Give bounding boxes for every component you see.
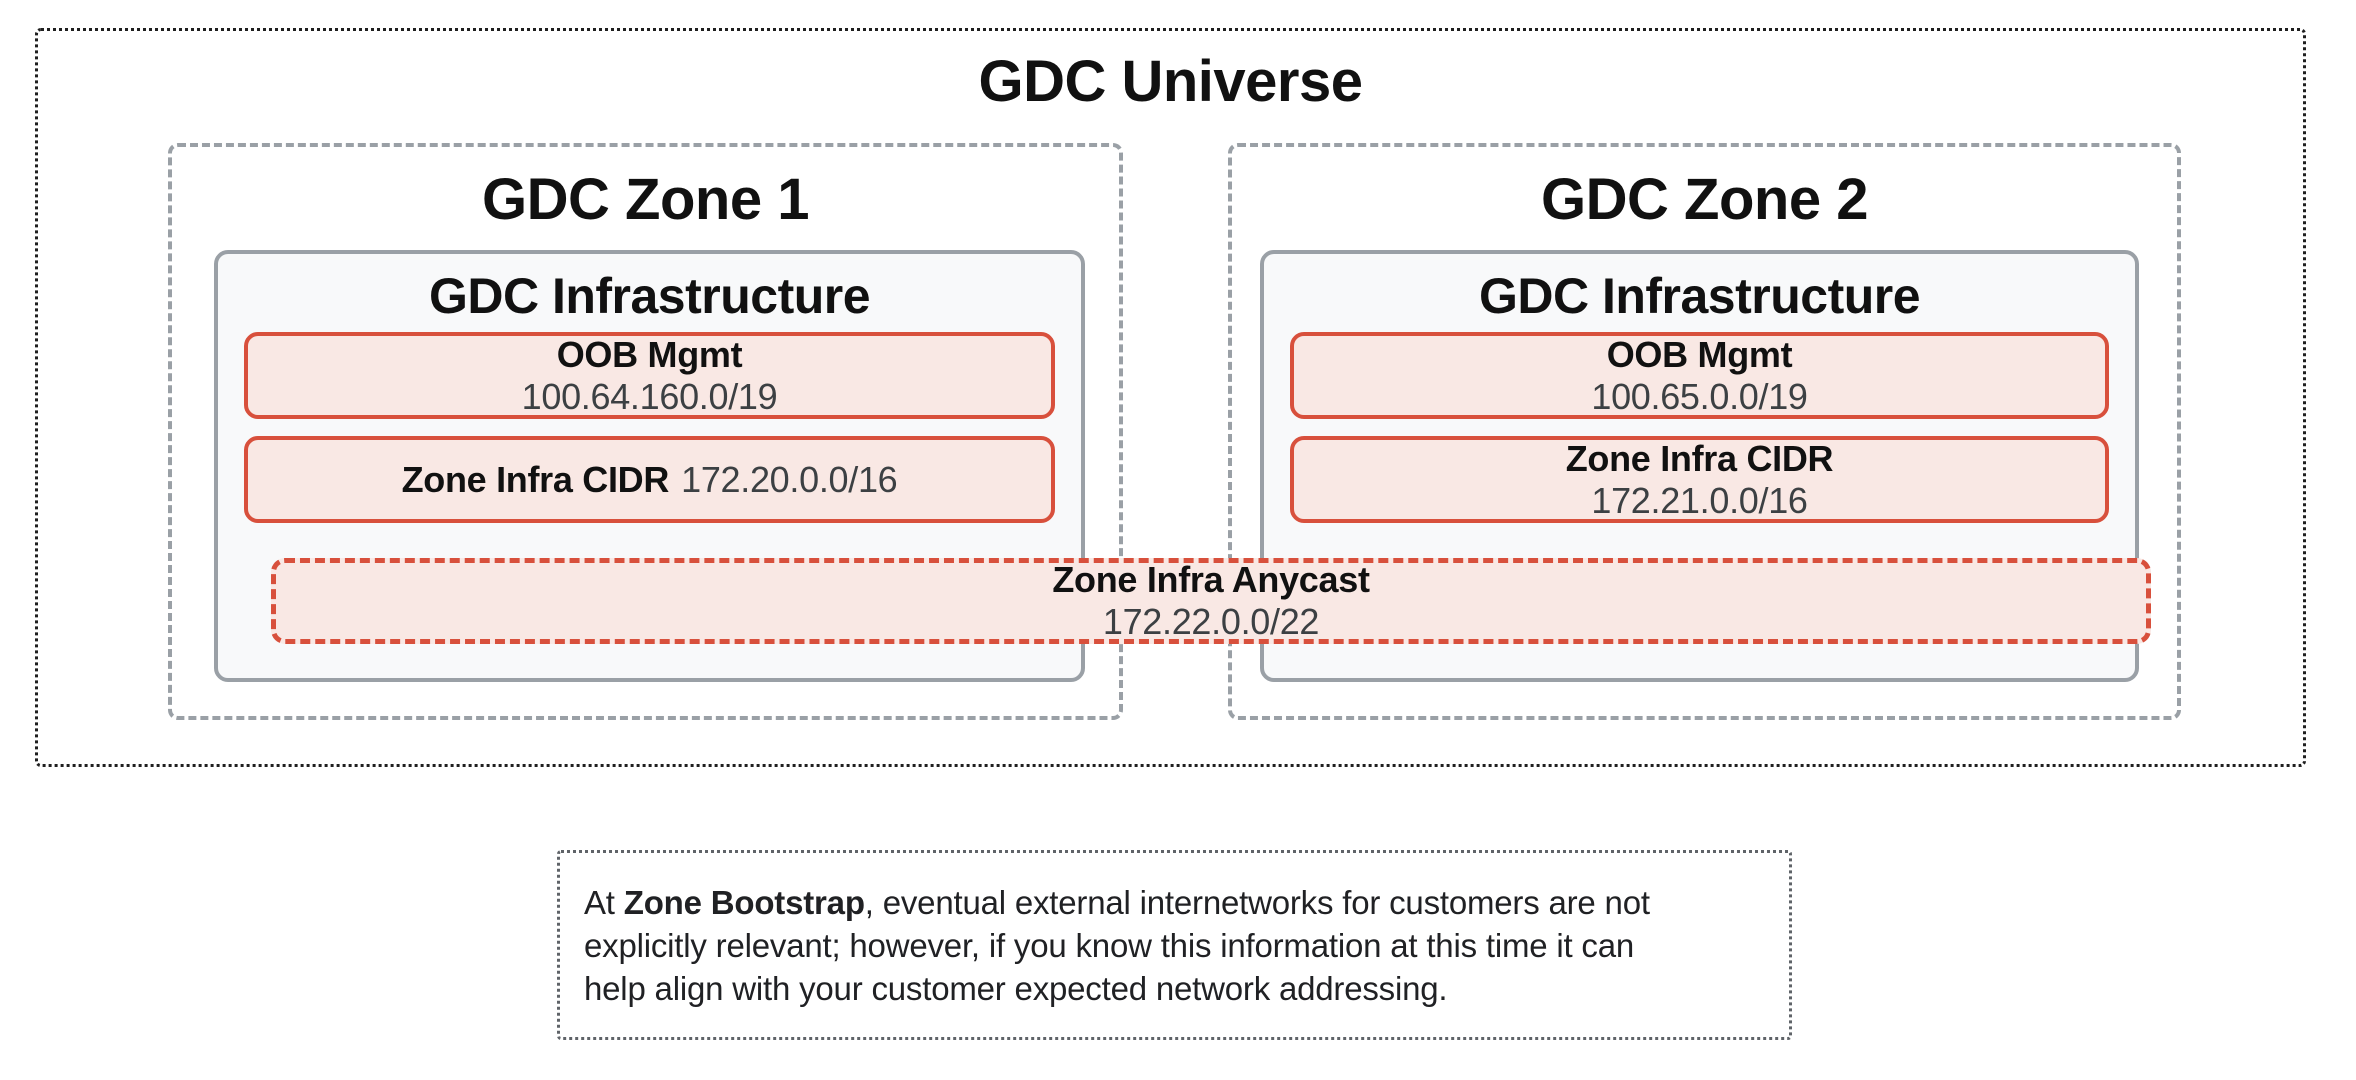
note-line-2: explicitly relevant; however, if you kno… (584, 926, 1635, 964)
zone-2-infra-cidr-value: 172.21.0.0/16 (1591, 479, 1808, 521)
zone-2-infra-cidr-box: Zone Infra CIDR 172.21.0.0/16 (1290, 436, 2109, 523)
zone-infra-anycast-cidr: 172.22.0.0/22 (1102, 601, 1320, 642)
zone-infra-anycast-label: Zone Infra Anycast (1052, 559, 1370, 600)
zone-2-oob-mgmt-label: OOB Mgmt (1606, 333, 1793, 375)
note-line-1-bold: Zone Bootstrap (623, 883, 865, 921)
zone-1-infra-cidr-value: 172.20.0.0/16 (681, 458, 898, 500)
zone-infra-anycast-box: Zone Infra Anycast 172.22.0.0/22 (271, 558, 2151, 644)
zone-bootstrap-note: At Zone Bootstrap, eventual external int… (557, 850, 1792, 1040)
note-line-1-prefix: At (584, 883, 624, 921)
zone-1-oob-mgmt-label: OOB Mgmt (556, 333, 743, 375)
note-line-1: At Zone Bootstrap, eventual external int… (584, 881, 1765, 924)
gdc-universe-box: GDC Universe GDC Zone 1 GDC Infrastructu… (35, 28, 2306, 767)
zone-1-title: GDC Zone 1 (482, 167, 809, 232)
zone-1-infra-cidr-label: Zone Infra CIDR (401, 458, 670, 500)
note-line-1-rest: , eventual external internetworks for cu… (864, 883, 1650, 921)
zone-1-oob-mgmt-cidr: 100.64.160.0/19 (521, 375, 778, 417)
zone-2-infra-cidr-label: Zone Infra CIDR (1565, 437, 1834, 479)
note-line-3: help align with your customer expected n… (584, 969, 1448, 1007)
zone-2-title: GDC Zone 2 (1541, 167, 1868, 232)
zone-2-oob-mgmt-cidr: 100.65.0.0/19 (1591, 375, 1808, 417)
zone-2-infrastructure-title: GDC Infrastructure (1478, 268, 1921, 324)
zone-1-infrastructure-title: GDC Infrastructure (428, 268, 871, 324)
zone-2-oob-mgmt-box: OOB Mgmt 100.65.0.0/19 (1290, 332, 2109, 419)
zone-1-infra-cidr-box: Zone Infra CIDR 172.20.0.0/16 (244, 436, 1055, 523)
zone-1-oob-mgmt-box: OOB Mgmt 100.64.160.0/19 (244, 332, 1055, 419)
universe-title: GDC Universe (978, 49, 1363, 114)
